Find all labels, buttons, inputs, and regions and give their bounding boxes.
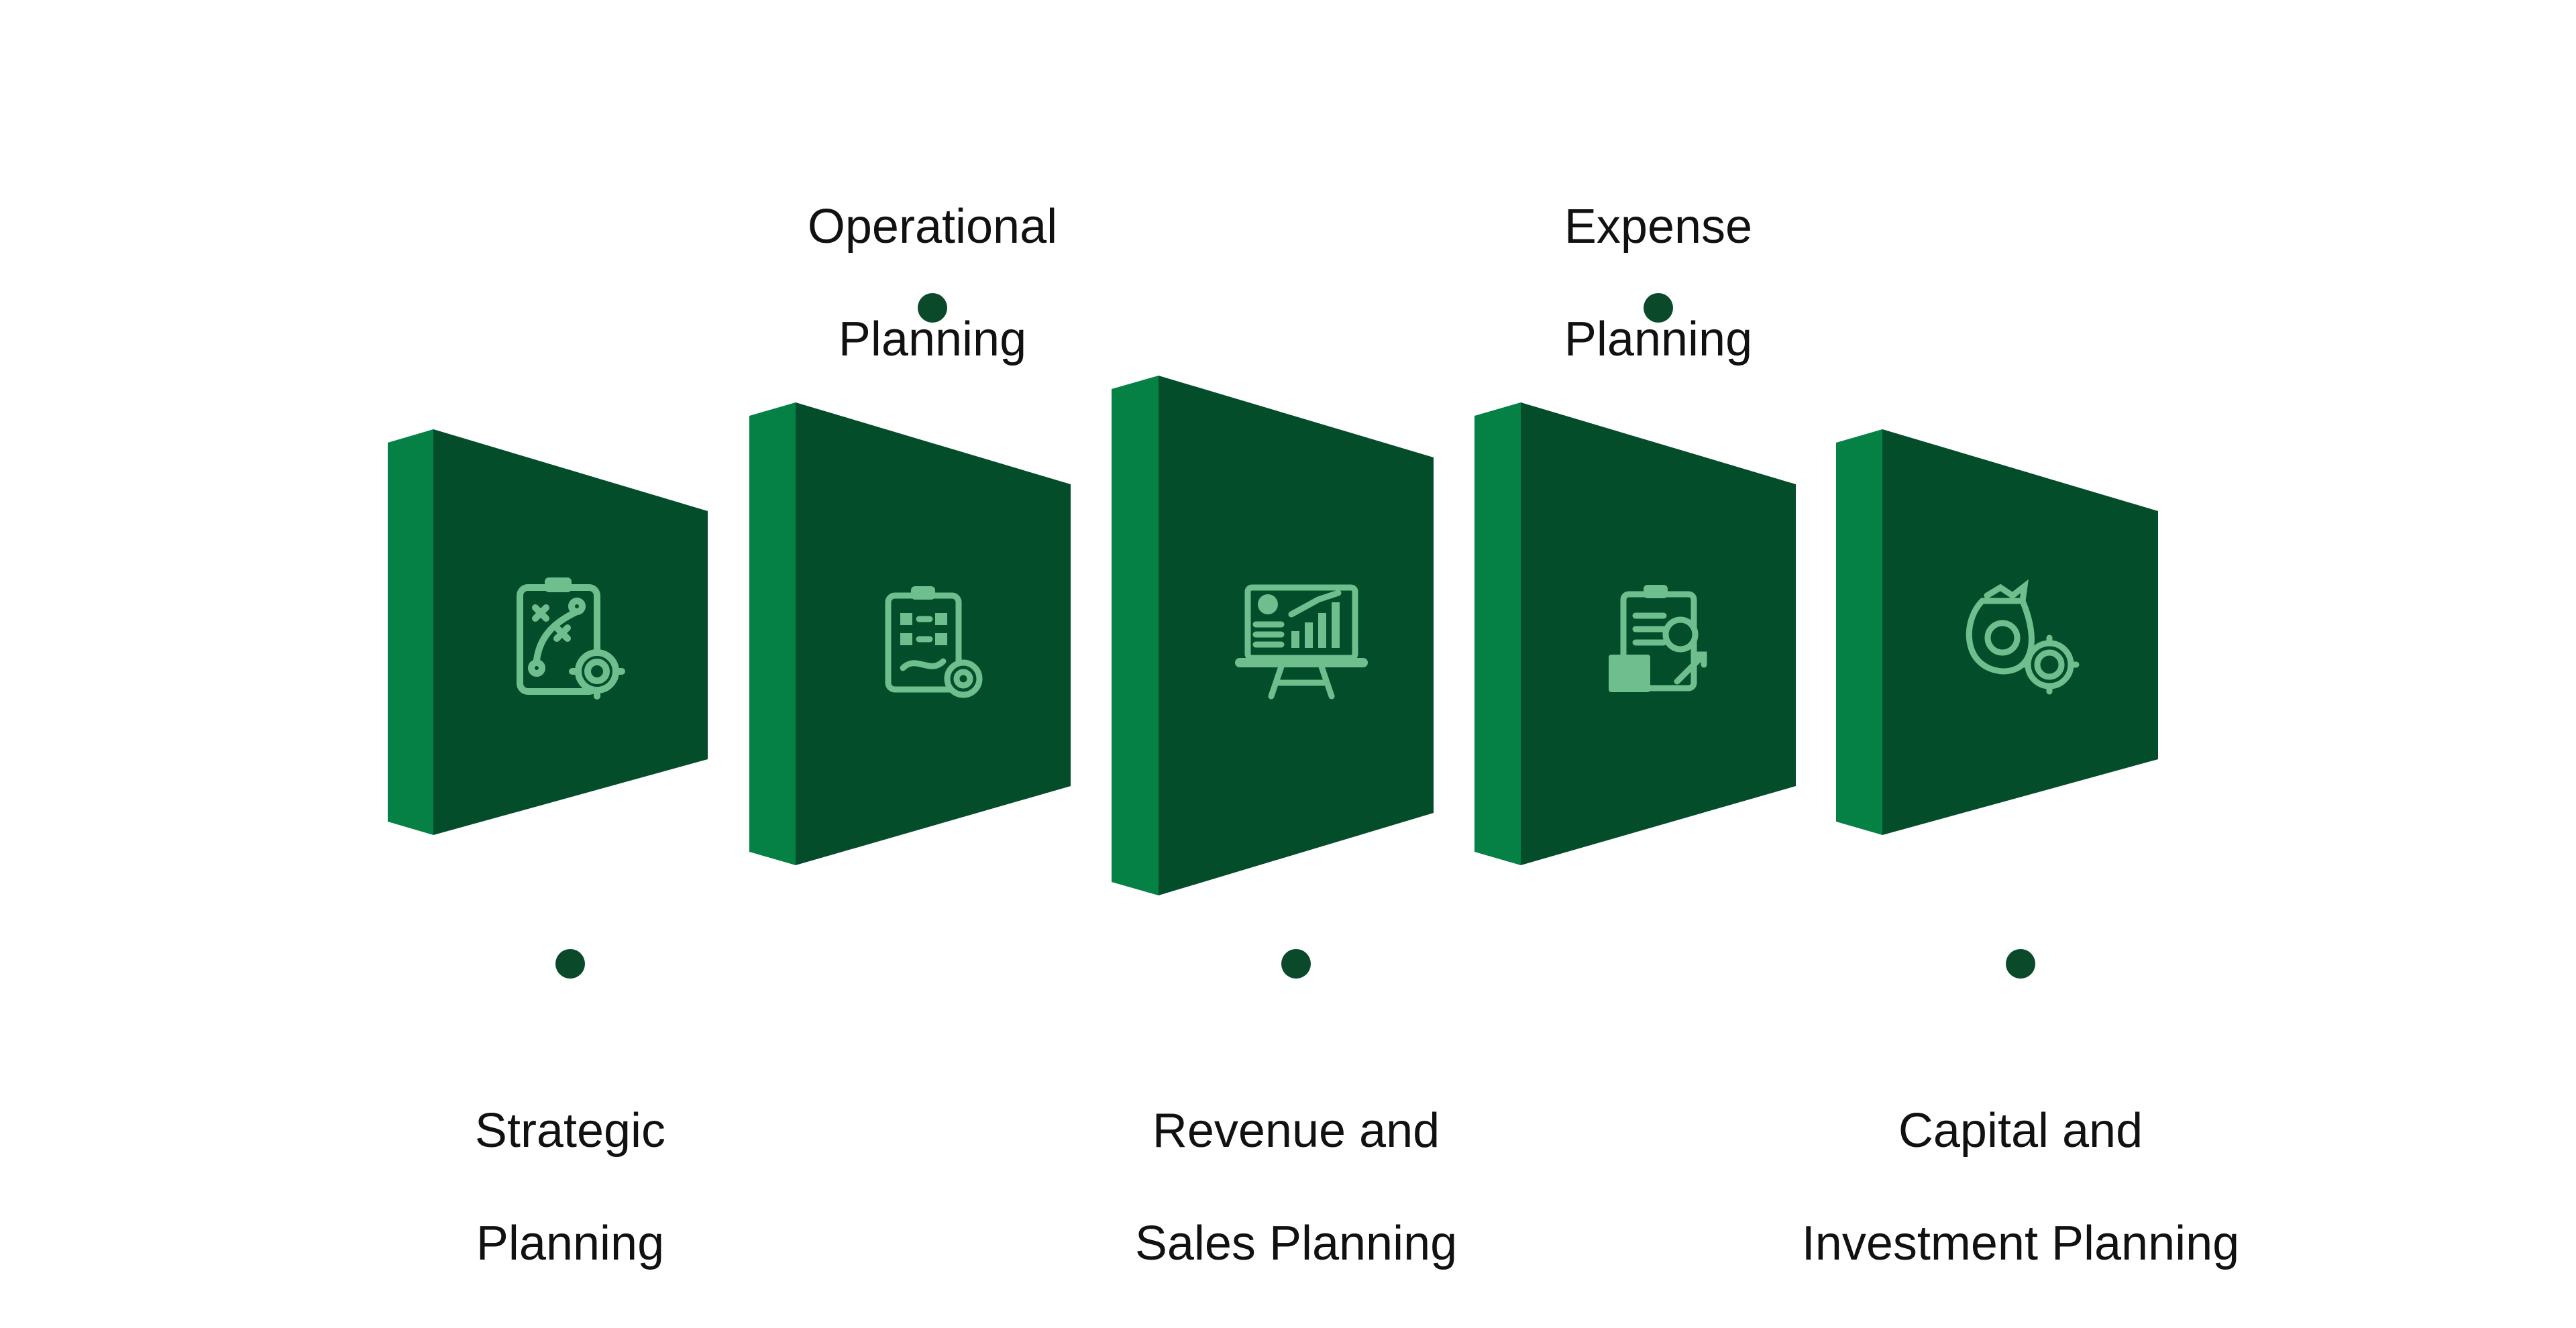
clipboard-calculator-icon	[1609, 585, 1707, 692]
stage-block-revenue-and-sales-planning	[1112, 376, 1434, 895]
block-side-face	[749, 402, 796, 865]
stage-label-line-1: Operational	[807, 200, 1058, 254]
stage-label-line-2: Investment Planning	[1801, 1217, 2240, 1270]
stage-block-operational-planning	[749, 402, 1071, 865]
stage-block-capital-and-investment-planning	[1836, 429, 2158, 835]
presentation-board-chart-icon	[1235, 584, 1368, 700]
block-front-face	[1882, 429, 2158, 835]
strategy-clipboard-gear-icon	[517, 577, 625, 700]
stage-label-line-1: Capital and	[1898, 1104, 2143, 1158]
stage-label-revenue-and-sales-planning: Revenue and Sales Planning	[1041, 1046, 1551, 1328]
money-bag-gear-icon	[1966, 579, 2080, 695]
stage-label-line-2: Planning	[1564, 313, 1753, 366]
planning-stages-diagram: Strategic Planning Operational Planning …	[388, 142, 2239, 1270]
stage-marker-dot-2	[918, 293, 947, 323]
stage-block-expense-planning	[1474, 402, 1796, 865]
stage-label-strategic-planning: Strategic Planning	[315, 1046, 825, 1328]
stage-label-capital-and-investment-planning: Capital and Investment Planning	[1766, 1046, 2275, 1328]
checklist-clipboard-gear-icon	[885, 586, 983, 698]
block-side-face	[1474, 402, 1521, 865]
stage-marker-dot-1	[555, 949, 585, 979]
stage-label-line-2: Planning	[838, 313, 1027, 366]
block-side-face	[388, 429, 433, 835]
stage-label-line-1: Strategic	[474, 1104, 666, 1158]
stage-block-strategic-planning	[388, 429, 708, 835]
block-front-face	[796, 402, 1071, 865]
stage-label-line-2: Planning	[476, 1217, 665, 1270]
stage-label-line-1: Expense	[1564, 200, 1753, 254]
stage-label-line-2: Sales Planning	[1134, 1217, 1458, 1270]
stage-marker-dot-5	[2006, 949, 2035, 979]
block-front-face	[1521, 402, 1796, 865]
stage-marker-dot-3	[1281, 949, 1311, 979]
stage-label-expense-planning: Expense Planning	[1403, 142, 1913, 424]
stage-blocks-graphic	[388, 376, 2158, 895]
stage-marker-dot-4	[1644, 293, 1673, 323]
stage-label-operational-planning: Operational Planning	[678, 142, 1187, 424]
block-side-face	[1112, 376, 1159, 895]
block-side-face	[1836, 429, 1882, 835]
block-front-face	[433, 429, 708, 835]
stage-label-line-1: Revenue and	[1152, 1104, 1440, 1158]
